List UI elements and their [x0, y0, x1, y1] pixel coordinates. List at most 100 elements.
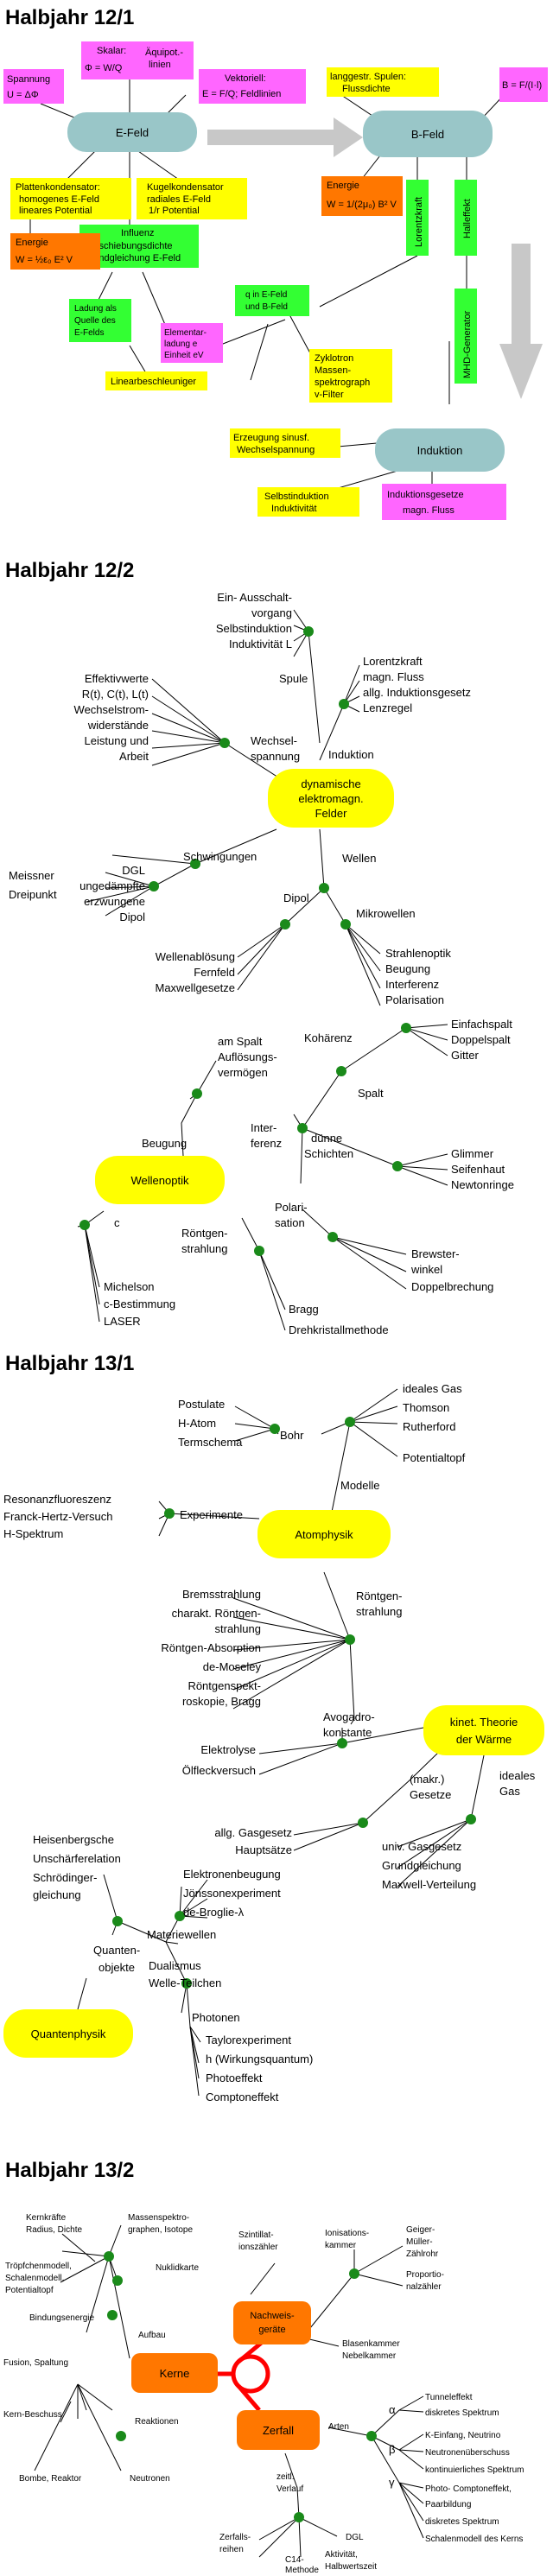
- svg-text:Bohr: Bohr: [280, 1429, 304, 1442]
- svg-text:Maxwellgesetze: Maxwellgesetze: [156, 981, 236, 994]
- svg-text:Heisenbergsche: Heisenbergsche: [33, 1833, 114, 1846]
- svg-text:Halleffekt: Halleffekt: [462, 199, 473, 238]
- section7-lines: [34, 2224, 424, 2558]
- svg-text:Potentialtopf: Potentialtopf: [5, 2286, 54, 2295]
- svg-text:Grundgleichung E-Feld: Grundgleichung E-Feld: [83, 253, 181, 263]
- lorentzkraft-box: Lorentzkraft: [406, 180, 429, 256]
- dynamische-felder-node: dynamische elektromagn. Felder: [268, 769, 394, 828]
- svg-text:Aufbau: Aufbau: [138, 2331, 166, 2340]
- energie-b-box: Energie W = 1/(2μ₀) B² V: [321, 176, 403, 216]
- section6-dots: [112, 1911, 192, 1989]
- section4-labels: Postulate H-Atom Termschema Bohr ideales…: [3, 1382, 466, 1777]
- svg-text:Unschärferelation: Unschärferelation: [33, 1852, 121, 1865]
- svg-text:Dipol: Dipol: [119, 910, 145, 923]
- svg-text:Materiewellen: Materiewellen: [147, 1928, 216, 1941]
- svg-text:Reaktionen: Reaktionen: [135, 2417, 179, 2427]
- svg-text:Schrödinger-: Schrödinger-: [33, 1871, 97, 1884]
- selbstinduktion-box: Selbstinduktion Induktivität: [257, 487, 359, 517]
- mhd-generator-box: MHD-Generator: [454, 289, 477, 384]
- svg-text:Induktion: Induktion: [417, 444, 463, 457]
- svg-text:E = F/Q; Feldlinien: E = F/Q; Feldlinien: [202, 89, 281, 99]
- svg-text:nalzähler: nalzähler: [406, 2282, 442, 2292]
- svg-text:diskretes Spektrum: diskretes Spektrum: [425, 2408, 499, 2418]
- svg-text:Tröpfchenmodell,: Tröpfchenmodell,: [5, 2262, 72, 2271]
- svg-text:Interferenz: Interferenz: [385, 978, 439, 991]
- section5-dots: [358, 1814, 476, 1828]
- svg-text:geräte: geräte: [258, 2325, 285, 2335]
- svg-text:Äquipot.-: Äquipot.-: [145, 48, 183, 58]
- quantenphysik-node: Quantenphysik: [3, 2009, 133, 2058]
- svg-text:Hauptsätze: Hauptsätze: [235, 1843, 292, 1856]
- svg-text:gleichung: gleichung: [33, 1888, 81, 1901]
- linearbeschleuniger-box: Linearbeschleuniger: [105, 371, 207, 390]
- section-title-12-2: Halbjahr 12/2: [5, 559, 134, 582]
- svg-text:ideales Gas: ideales Gas: [403, 1382, 462, 1395]
- svg-text:Seifenhaut: Seifenhaut: [451, 1163, 505, 1176]
- svg-text:Verschiebungsdichte: Verschiebungsdichte: [85, 241, 173, 251]
- svg-text:Arbeit: Arbeit: [119, 750, 149, 763]
- influenz-box: Influenz Verschiebungsdichte Grundgleich…: [79, 225, 199, 268]
- svg-text:γ: γ: [389, 2476, 395, 2489]
- svg-text:H-Spektrum: H-Spektrum: [3, 1527, 63, 1540]
- svg-text:konstante: konstante: [323, 1726, 372, 1739]
- svg-text:DGL: DGL: [346, 2533, 364, 2542]
- svg-text:Welle-Teilchen: Welle-Teilchen: [149, 1976, 221, 1989]
- svg-text:Ein- Ausschalt-: Ein- Ausschalt-: [217, 591, 292, 604]
- svg-text:Meissner: Meissner: [9, 869, 54, 882]
- q-feld-box: q in E-Feld und B-Feld: [235, 285, 309, 316]
- svg-text:Ionisations-: Ionisations-: [325, 2229, 369, 2238]
- svg-text:Massenspektro-: Massenspektro-: [128, 2213, 189, 2223]
- svg-text:Einfachspalt: Einfachspalt: [451, 1018, 512, 1031]
- svg-text:Linearbeschleuniger: Linearbeschleuniger: [111, 377, 196, 387]
- svg-text:Schwingungen: Schwingungen: [183, 850, 257, 863]
- svg-text:Vektoriell:: Vektoriell:: [225, 73, 266, 84]
- svg-text:Drehkristallmethode: Drehkristallmethode: [289, 1323, 389, 1336]
- svg-text:Kugelkondensator: Kugelkondensator: [147, 182, 224, 193]
- svg-text:Thomson: Thomson: [403, 1401, 449, 1414]
- svg-text:ladung e: ladung e: [164, 339, 198, 349]
- svg-text:Elementar-: Elementar-: [164, 328, 207, 338]
- svg-text:magn. Fluss: magn. Fluss: [403, 505, 454, 516]
- svg-text:Zählrohr: Zählrohr: [406, 2249, 439, 2259]
- svg-text:Glimmer: Glimmer: [451, 1147, 494, 1160]
- svg-text:Induktivität: Induktivität: [271, 504, 317, 514]
- svg-text:Halbwertszeit: Halbwertszeit: [325, 2562, 377, 2572]
- section-title-12-1: Halbjahr 12/1: [5, 6, 134, 29]
- svg-text:Ladung als: Ladung als: [74, 304, 117, 314]
- svg-text:Elektronenbeugung: Elektronenbeugung: [183, 1868, 281, 1881]
- svg-text:kontinuierliches Spektrum: kontinuierliches Spektrum: [425, 2465, 524, 2475]
- svg-text:Röntgen-: Röntgen-: [181, 1227, 227, 1240]
- svg-text:Ölfleckversuch: Ölfleckversuch: [182, 1764, 256, 1777]
- svg-text:Müller-: Müller-: [406, 2237, 433, 2247]
- svg-text:Proportio-: Proportio-: [406, 2270, 444, 2280]
- svg-text:Avogadro-: Avogadro-: [323, 1710, 375, 1723]
- svg-text:Schalenmodell des Kerns: Schalenmodell des Kerns: [425, 2535, 523, 2544]
- svg-text:Tunneleffekt: Tunneleffekt: [425, 2393, 473, 2402]
- svg-text:Inter-: Inter-: [251, 1121, 276, 1134]
- svg-text:Spule: Spule: [279, 672, 308, 685]
- svg-text:Lorentzkraft: Lorentzkraft: [363, 655, 423, 668]
- svg-text:Gesetze: Gesetze: [410, 1788, 451, 1801]
- svg-text:univ. Gasgesetz: univ. Gasgesetz: [382, 1840, 461, 1853]
- svg-text:Szintillat-: Szintillat-: [238, 2230, 274, 2240]
- svg-text:Michelson: Michelson: [104, 1280, 155, 1293]
- svg-text:Polari-: Polari-: [275, 1201, 308, 1214]
- svg-text:Nachweis-: Nachweis-: [250, 2311, 295, 2321]
- kerne-node: Kerne: [131, 2353, 218, 2393]
- section5-lines: [293, 1751, 485, 1888]
- section2-labels: Ein- Ausschalt- vorgang Selbstinduktion …: [9, 591, 471, 1006]
- svg-text:Influenz: Influenz: [121, 228, 155, 238]
- svg-text:Kern-Beschuss: Kern-Beschuss: [3, 2410, 62, 2420]
- svg-text:E-Feld: E-Feld: [116, 126, 149, 139]
- svg-text:Mikrowellen: Mikrowellen: [356, 907, 416, 920]
- svg-text:B-Feld: B-Feld: [411, 128, 444, 141]
- svg-text:Plattenkondensator:: Plattenkondensator:: [16, 182, 100, 193]
- svg-text:Wellen: Wellen: [342, 852, 377, 865]
- svg-text:strahlung: strahlung: [215, 1622, 261, 1635]
- b-formel-box: B = F/(I·l): [499, 67, 548, 102]
- svg-text:Taylorexperiment: Taylorexperiment: [206, 2034, 291, 2046]
- svg-text:homogenes E-Feld: homogenes E-Feld: [19, 194, 99, 205]
- svg-text:Bremsstrahlung: Bremsstrahlung: [182, 1588, 261, 1601]
- svg-text:W = ½ε₀ E² V: W = ½ε₀ E² V: [16, 255, 73, 265]
- svg-text:Atomphysik: Atomphysik: [295, 1528, 353, 1541]
